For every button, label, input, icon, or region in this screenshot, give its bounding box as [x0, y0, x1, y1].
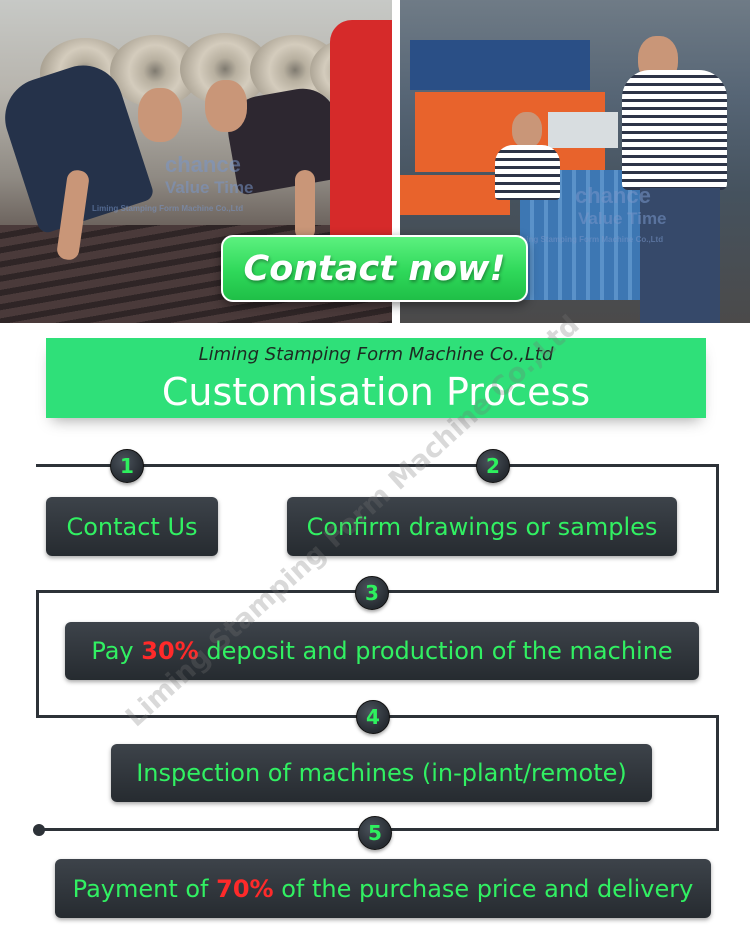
watermark-text: Liming Stamping Form Machine Co.,Ltd	[512, 235, 664, 244]
step-confirm-drawings[interactable]: Confirm drawings or samples	[287, 497, 677, 556]
step-inspection[interactable]: Inspection of machines (in-plant/remote)	[111, 744, 652, 802]
step-final-payment[interactable]: Payment of 70% of the purchase price and…	[55, 859, 711, 918]
step-text: deposit and production of the machine	[198, 637, 673, 665]
flow-connector	[36, 590, 39, 718]
step-number-4: 4	[356, 700, 390, 734]
step-text: Contact Us	[66, 512, 198, 541]
worker-head	[205, 80, 247, 132]
roll-forming-machine	[410, 40, 590, 90]
roll-forming-machine	[400, 175, 510, 215]
watermark-text: chance	[165, 152, 241, 177]
title-banner: Liming Stamping Form Machine Co.,Ltd Cus…	[46, 338, 706, 418]
flow-connector	[716, 715, 719, 831]
step-text: of the purchase price and delivery	[273, 874, 694, 903]
step-number-1: 1	[110, 449, 144, 483]
step-text: Confirm drawings or samples	[306, 512, 658, 541]
hero-banner: chance Value Time Liming Stamping Form M…	[0, 0, 750, 323]
deposit-percent: 30%	[141, 637, 199, 665]
page-title: Customisation Process	[161, 370, 591, 414]
step-text: Pay	[91, 637, 142, 665]
worker-figure	[330, 20, 392, 250]
step-number-5: 5	[358, 816, 392, 850]
worker-head	[512, 112, 542, 148]
company-name: Liming Stamping Form Machine Co.,Ltd	[198, 344, 554, 365]
photo-divider	[392, 0, 400, 323]
final-payment-percent: 70%	[216, 874, 274, 903]
step-number-3: 3	[355, 576, 389, 610]
flow-end-dot	[33, 824, 45, 836]
watermark-text: Value Time	[578, 209, 667, 228]
worker-arm	[295, 170, 315, 240]
flow-connector	[36, 464, 719, 467]
step-number-2: 2	[476, 449, 510, 483]
step-text: Inspection of machines (in-plant/remote)	[136, 759, 627, 787]
watermark-text: chance	[575, 183, 651, 208]
watermark-text: Value Time	[165, 178, 254, 197]
factory-photo-left: chance Value Time Liming Stamping Form M…	[0, 0, 392, 323]
flow-connector	[716, 464, 719, 593]
step-text: Payment of	[72, 874, 217, 903]
control-panel	[548, 112, 618, 148]
worker-figure	[622, 70, 727, 190]
contact-now-button[interactable]: Contact now!	[221, 235, 528, 302]
watermark-text: Liming Stamping Form Machine Co.,Ltd	[92, 204, 244, 213]
worker-head	[138, 88, 182, 142]
worker-figure	[640, 188, 720, 323]
step-contact-us[interactable]: Contact Us	[46, 497, 218, 556]
worker-figure	[495, 145, 560, 200]
step-pay-deposit[interactable]: Pay 30% deposit and production of the ma…	[65, 622, 699, 680]
